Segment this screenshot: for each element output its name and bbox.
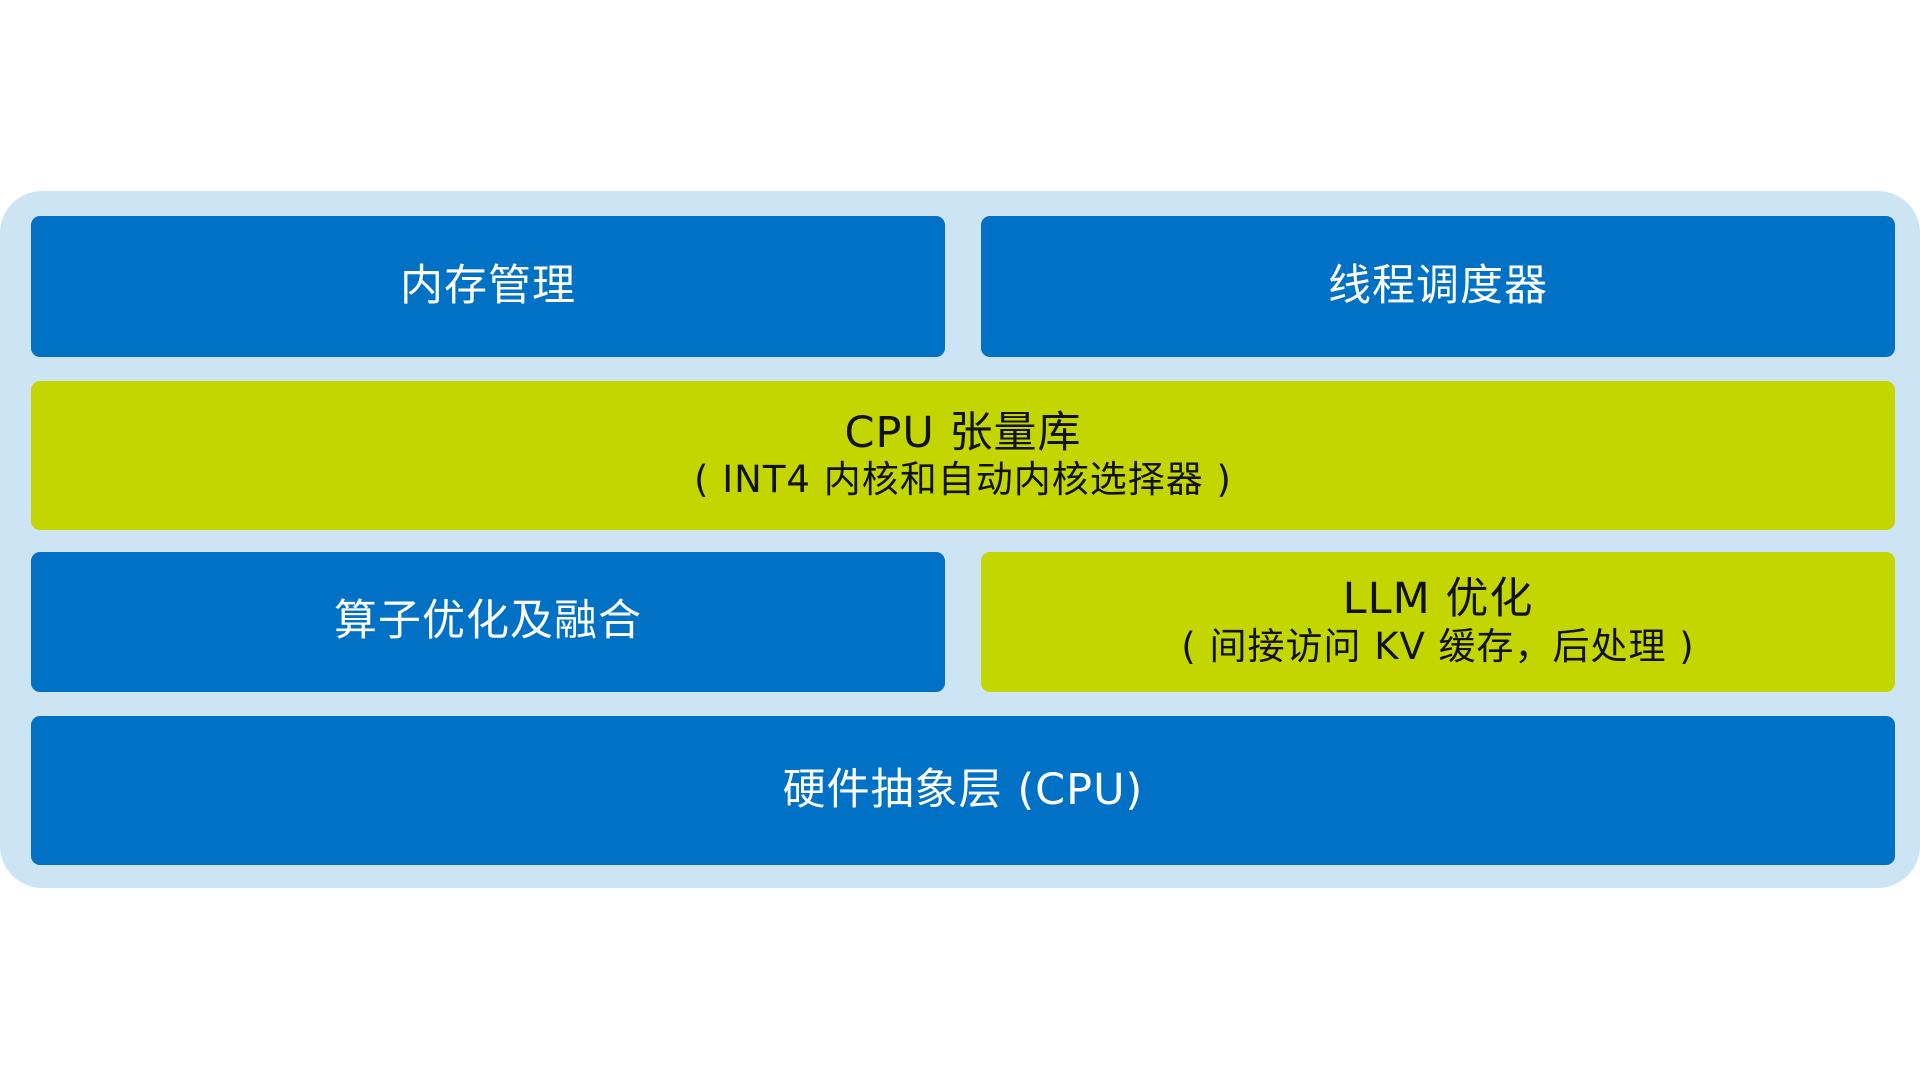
thread-scheduler-block: 线程调度器	[981, 216, 1895, 357]
cpu-tensor-library-subtitle: ( INT4 内核和自动内核选择器 )	[694, 458, 1232, 502]
hardware-abstraction-layer-label: 硬件抽象层 (CPU)	[782, 764, 1144, 815]
llm-optimization-label: LLM 优化	[1342, 574, 1534, 625]
llm-optimization-block: LLM 优化 ( 间接访问 KV 缓存，后处理 )	[981, 552, 1895, 692]
memory-management-block: 内存管理	[31, 216, 945, 357]
cpu-tensor-library-block: CPU 张量库 ( INT4 内核和自动内核选择器 )	[31, 381, 1895, 530]
llm-optimization-subtitle: ( 间接访问 KV 缓存，后处理 )	[1181, 624, 1695, 668]
cpu-tensor-library-label: CPU 张量库	[844, 407, 1082, 458]
hardware-abstraction-layer-block: 硬件抽象层 (CPU)	[31, 716, 1895, 865]
operator-optimization-block: 算子优化及融合	[31, 552, 945, 692]
memory-management-label: 内存管理	[400, 260, 576, 311]
thread-scheduler-label: 线程调度器	[1328, 260, 1548, 311]
operator-optimization-label: 算子优化及融合	[334, 596, 642, 647]
